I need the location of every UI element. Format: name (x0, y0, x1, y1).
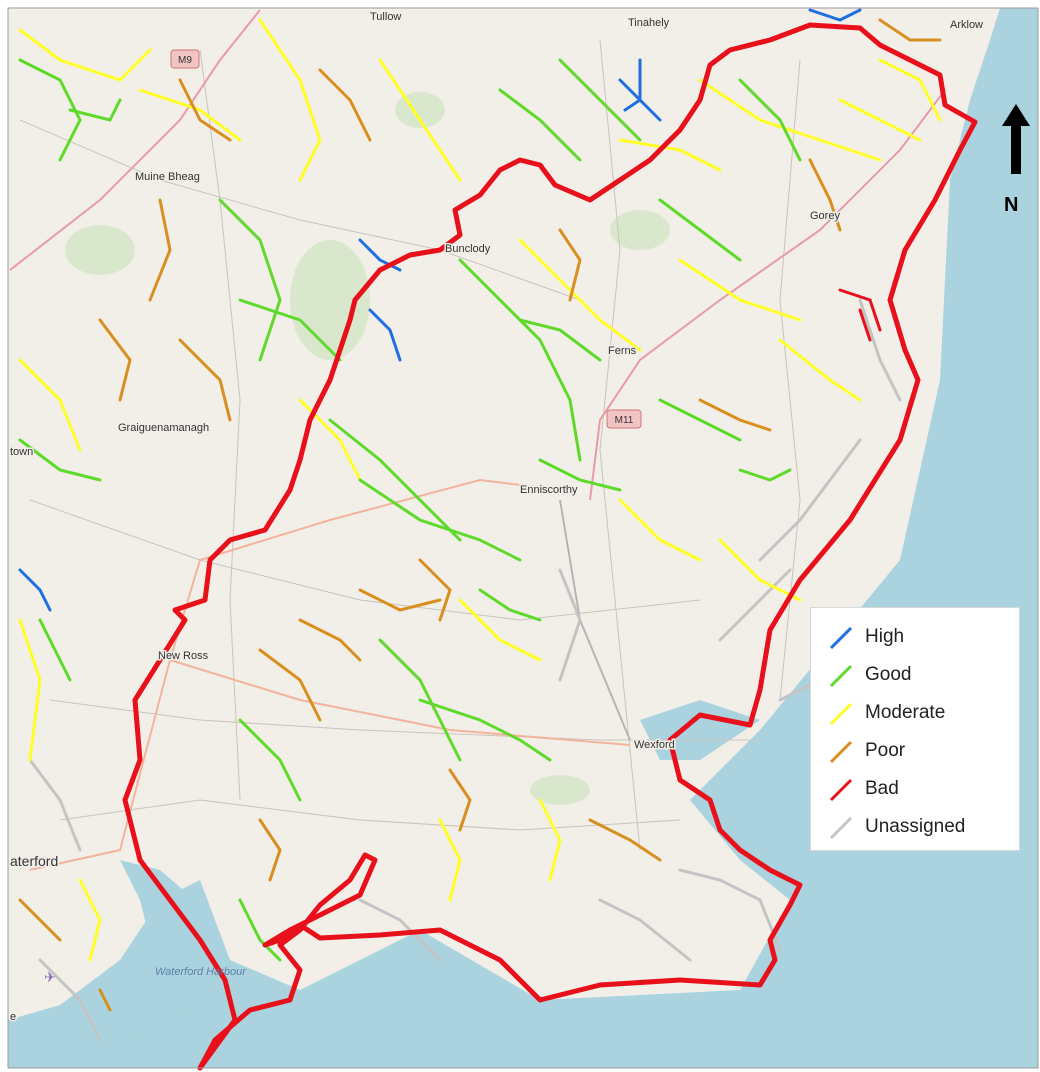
legend-item-moderate: Moderate (825, 698, 1019, 736)
rivers-bad (838, 288, 882, 342)
place-label-graiguenamanagh: Graiguenamanagh (118, 422, 209, 434)
woodland-patches (65, 92, 670, 805)
legend-label-unassigned: Unassigned (865, 816, 966, 837)
legend-label-high: High (865, 626, 905, 647)
rivers-high (18, 8, 862, 612)
place-label-ferns: Ferns (608, 345, 637, 357)
legend-label-good: Good (865, 664, 912, 685)
road-shield-m11-label: M11 (615, 415, 634, 426)
legend-swatch-high (829, 626, 853, 650)
place-label-bunclody: Bunclody (445, 243, 491, 255)
place-label-wexford: Wexford (634, 739, 675, 751)
legend-label-moderate: Moderate (865, 702, 946, 723)
legend-item-good: Good (825, 660, 1019, 698)
place-label-muine-bheag: Muine Bheag (135, 171, 200, 183)
place-label-enniscorthy: Enniscorthy (520, 484, 578, 496)
place-label-waterford: aterford (10, 853, 58, 869)
map-frame (7, 7, 1039, 1069)
legend-swatch-unassigned (829, 816, 853, 840)
place-label-tinahely: Tinahely (628, 17, 670, 29)
road-shield-m11: M11 (606, 409, 642, 429)
legend: High Good Moderate Poor Bad Unassigned (810, 607, 1020, 851)
place-label-gorey: Gorey (810, 210, 840, 222)
road-shield-m9: M9 (170, 49, 200, 69)
north-arrow-label: N (1004, 194, 1019, 216)
north-arrow-icon (1002, 104, 1030, 174)
legend-label-poor: Poor (865, 740, 906, 761)
legend-item-poor: Poor (825, 736, 1019, 774)
place-label-arklow: Arklow (950, 19, 983, 31)
catchment-boundary (122, 22, 978, 1071)
road-shield-m9-label: M9 (178, 55, 192, 66)
waterford-harbour-water (120, 860, 200, 1040)
place-label-tullow: Tullow (370, 11, 401, 23)
place-label-town: town (10, 446, 33, 458)
sea-area (8, 8, 1038, 1068)
legend-swatch-poor (829, 740, 853, 764)
place-label-e: e (10, 1011, 16, 1023)
main-roads (9, 9, 946, 871)
rivers-poor (18, 18, 942, 1012)
rivers-moderate (18, 18, 942, 962)
water-label-waterford-harbour: Waterford Harbour (155, 966, 247, 978)
place-label-new-ross: New Ross (158, 650, 209, 662)
legend-label-bad: Bad (865, 778, 899, 799)
rivers-unassigned (28, 298, 902, 1042)
legend-swatch-bad (829, 778, 853, 802)
rivers-good (18, 58, 802, 962)
legend-item-unassigned: Unassigned (825, 812, 1019, 850)
legend-swatch-moderate (829, 702, 853, 726)
legend-swatch-good (829, 664, 853, 688)
airport-icon: ✈ (44, 969, 56, 985)
legend-item-high: High (825, 622, 1019, 660)
legend-item-bad: Bad (825, 774, 1019, 812)
